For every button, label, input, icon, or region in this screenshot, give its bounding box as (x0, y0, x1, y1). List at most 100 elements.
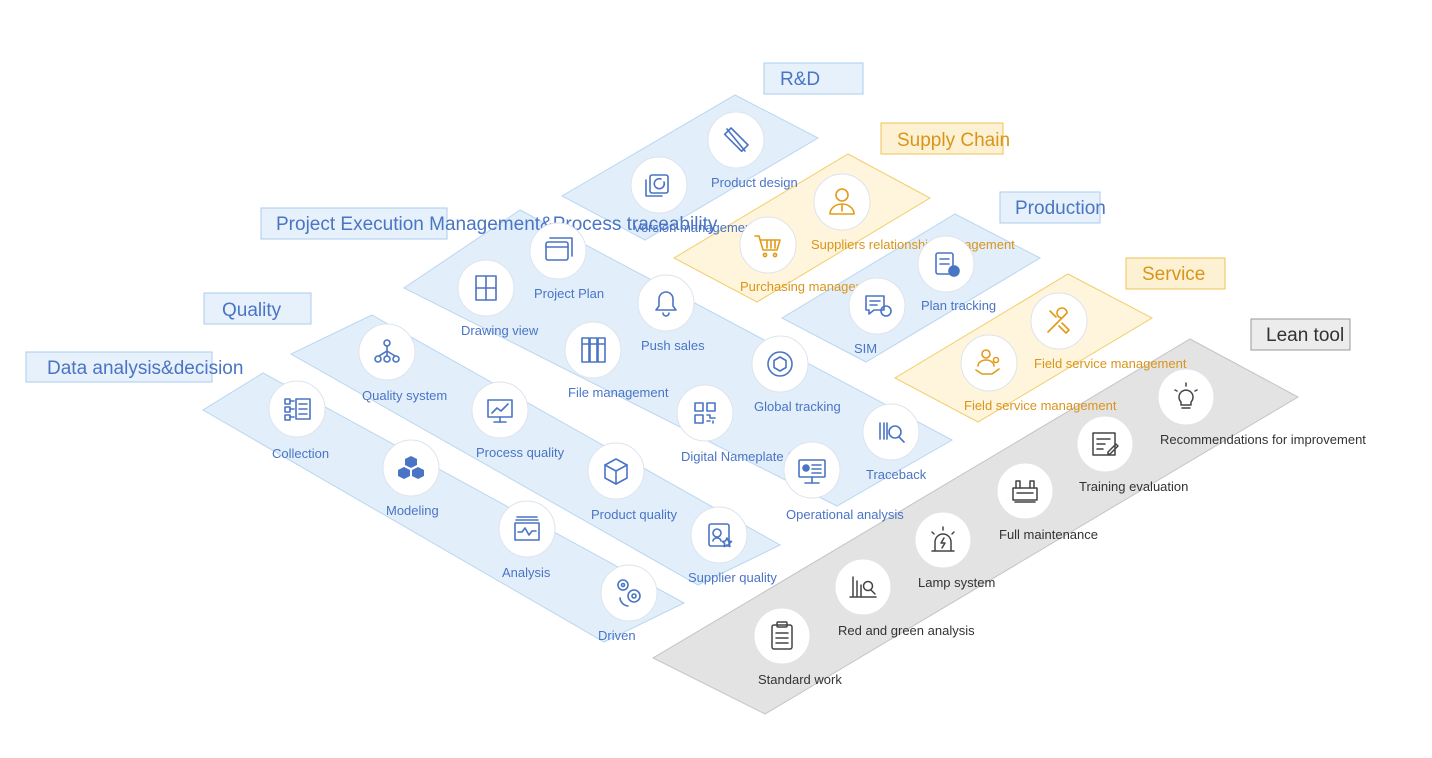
machine-icon (1012, 480, 1038, 503)
service-tag: Service (1125, 257, 1226, 290)
window-stack-icon (545, 237, 573, 261)
rd-title: R&D (780, 69, 820, 90)
monitor-chart-icon (798, 459, 826, 484)
lean-tool-title: Lean tool (1266, 325, 1344, 346)
driven-label: Driven (598, 628, 636, 643)
lightbulb-icon (1174, 382, 1198, 409)
training-evaluation-label: Training evaluation (1079, 479, 1188, 494)
ruler-pencil-icon (723, 127, 749, 153)
chat-clock-icon (865, 295, 892, 317)
operational-analysis-node[interactable]: Operational analysis (783, 441, 904, 522)
service-title: Service (1142, 264, 1205, 285)
recommendations-label: Recommendations for improvement (1160, 432, 1366, 447)
full-maintenance-node[interactable]: Full maintenance (996, 462, 1098, 542)
project-plan-label: Project Plan (534, 286, 604, 301)
modeling-label: Modeling (386, 503, 439, 518)
hand-service-icon (975, 349, 1000, 375)
barcode-search-icon (879, 422, 905, 443)
qr-code-icon (694, 402, 716, 424)
supply-chain-tag: Supply Chain (880, 122, 1010, 155)
hierarchy-icon (374, 339, 400, 363)
project-execution-title: Project Execution Management&Process tra… (276, 214, 718, 235)
push-sales-node[interactable]: Push sales (637, 274, 705, 353)
quality-system-label: Quality system (362, 388, 447, 403)
recommendations-node[interactable]: Recommendations for improvement (1157, 368, 1366, 447)
standard-work-label: Standard work (758, 672, 842, 687)
sim-node[interactable]: SIM (848, 277, 906, 356)
modeling-node[interactable]: Modeling (382, 439, 440, 518)
file-management-node[interactable]: File management (564, 321, 669, 400)
sim-label: SIM (854, 341, 877, 356)
suppliers-relationship-label: Suppliers relationship management (811, 237, 1015, 252)
production-plane (780, 213, 1042, 363)
analysis-label: Analysis (502, 565, 551, 580)
doc-clock-icon (935, 252, 960, 277)
supplier-person-icon (829, 188, 855, 215)
project-plan-node[interactable]: Project Plan (529, 222, 604, 301)
production-tag: Production (999, 191, 1106, 224)
lean-tool-tag: Lean tool (1250, 318, 1351, 351)
product-quality-node[interactable]: Product quality (587, 442, 677, 522)
red-green-label: Red and green analysis (838, 623, 975, 638)
training-evaluation-node[interactable]: Training evaluation (1076, 415, 1188, 494)
suppliers-relationship-node[interactable]: Suppliers relationship management (811, 173, 1015, 252)
collection-node[interactable]: Collection (268, 380, 329, 461)
field-service-1-label: Field service management (1034, 356, 1187, 371)
quality-system-node[interactable]: Quality system (358, 323, 447, 403)
globe-cube-icon (767, 351, 793, 377)
product-quality-label: Product quality (591, 507, 677, 522)
file-management-label: File management (568, 385, 669, 400)
binders-icon (581, 337, 606, 363)
standard-work-node[interactable]: Standard work (753, 607, 842, 687)
traceback-label: Traceback (866, 467, 927, 482)
lean-tool-plane (651, 338, 1300, 715)
project-execution-tag: Project Execution Management&Process tra… (260, 207, 718, 240)
cube-icon (604, 458, 628, 485)
plan-tracking-label: Plan tracking (921, 298, 996, 313)
clipboard-icon (771, 621, 793, 650)
drawing-view-node[interactable]: Drawing view (457, 259, 539, 338)
traceback-node[interactable]: Traceback (862, 403, 927, 482)
collection-label: Collection (272, 446, 329, 461)
rd-tag: R&D (763, 62, 864, 95)
plan-tracking-node[interactable]: Plan tracking (917, 235, 996, 313)
quality-tag: Quality (203, 292, 312, 325)
edit-form-icon (1092, 432, 1119, 456)
drawing-view-label: Drawing view (461, 323, 539, 338)
global-tracking-label: Global tracking (754, 399, 841, 414)
purchasing-node[interactable]: Purchasing management (739, 216, 885, 294)
shopping-cart-icon (754, 235, 781, 258)
floor-plan-icon (475, 275, 497, 301)
quality-title: Quality (222, 300, 282, 321)
trend-chart-icon (487, 399, 513, 423)
version-management-node[interactable]: Version management (630, 156, 756, 235)
red-green-node[interactable]: Red and green analysis (834, 558, 975, 638)
field-service-hand-node[interactable]: Field service management (960, 334, 1117, 413)
purchasing-label: Purchasing management (740, 279, 885, 294)
bell-icon (655, 291, 677, 317)
driven-node[interactable]: Driven (598, 564, 658, 643)
supplier-quality-label: Supplier quality (688, 570, 777, 585)
lamp-system-node[interactable]: Lamp system (914, 511, 995, 590)
lamp-system-label: Lamp system (918, 575, 995, 590)
global-tracking-node[interactable]: Global tracking (751, 335, 841, 414)
field-service-tools-node[interactable]: Field service management (1030, 292, 1187, 371)
tree-list-icon (284, 398, 311, 421)
supplier-quality-node[interactable]: Supplier quality (688, 506, 777, 585)
layers-refresh-icon (645, 174, 669, 197)
push-sales-label: Push sales (641, 338, 705, 353)
badge-star-icon (708, 523, 733, 548)
process-quality-node[interactable]: Process quality (471, 381, 565, 460)
pulse-window-icon (514, 516, 540, 541)
bar-search-icon (849, 576, 877, 598)
process-quality-label: Process quality (476, 445, 565, 460)
version-management-label: Version management (633, 220, 756, 235)
cubes-icon (398, 456, 424, 479)
alarm-lamp-icon (931, 526, 955, 552)
product-design-node[interactable]: Product design (707, 111, 798, 190)
data-analysis-title: Data analysis&decision (47, 358, 243, 379)
analysis-node[interactable]: Analysis (498, 500, 556, 580)
service-plane (893, 273, 1154, 423)
field-service-2-label: Field service management (964, 398, 1117, 413)
